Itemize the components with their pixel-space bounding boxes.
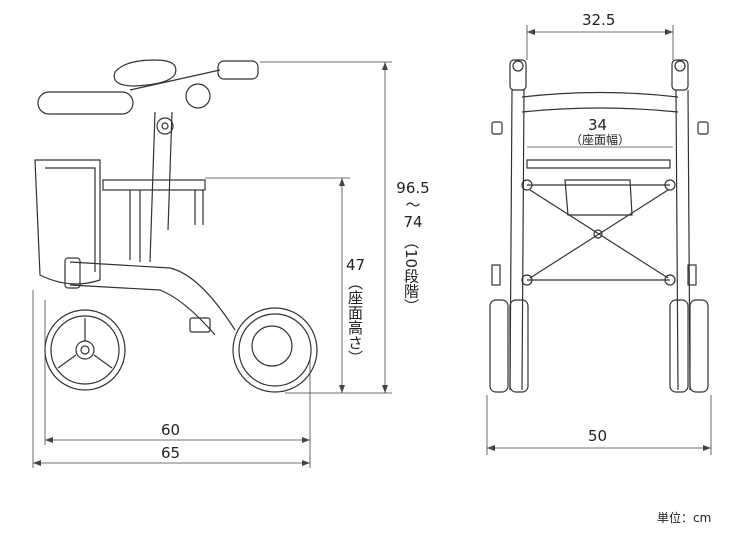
side-view-walker [34, 59, 318, 393]
total-width-value: 50 [588, 427, 608, 445]
front-view-walker [489, 59, 709, 393]
wheelbase-value: 60 [161, 421, 181, 439]
dimension-arrows [33, 29, 711, 466]
total-height-value: 96.5 [396, 179, 430, 197]
unit-label: 単位：cm [657, 511, 712, 525]
seat-height-value: 47 [346, 256, 366, 274]
handle-width-value: 32.5 [582, 11, 616, 29]
total-length-value: 65 [161, 444, 181, 462]
dimension-lines [32, 25, 712, 468]
seat-height-label: （座面高さ） [346, 275, 364, 365]
seat-width-value: 34 [588, 116, 608, 134]
range-separator: 〜 [405, 196, 421, 214]
seat-width-label: （座面幅） [570, 133, 631, 147]
min-height-value: 74 [403, 213, 423, 231]
total-height-label: 96.5 〜 74 [396, 180, 430, 231]
height-steps-label: （10段階） [402, 234, 420, 314]
